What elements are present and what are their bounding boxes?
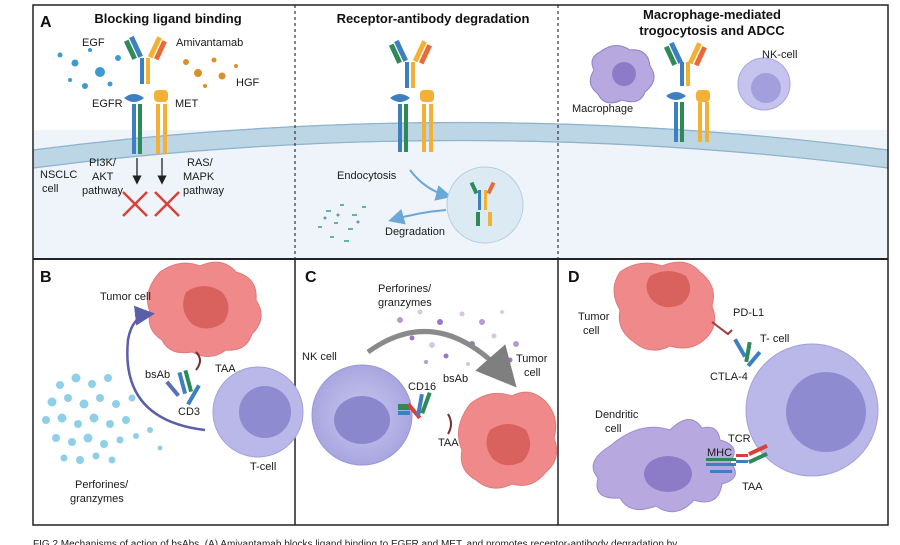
col2-title: Receptor-antibody degradation bbox=[337, 11, 530, 26]
col1-title: Blocking ligand binding bbox=[94, 11, 241, 26]
cd16-bsab-c bbox=[398, 391, 432, 420]
nk-cell-label-c: NK cell bbox=[302, 351, 337, 363]
taa-label-c: TAA bbox=[438, 437, 459, 449]
panel-a: A Blocking ligand binding EGF Amivantama… bbox=[32, 5, 889, 258]
tumor-cell-label-d-2: cell bbox=[583, 325, 600, 337]
panel-c-letter: C bbox=[305, 269, 317, 286]
panel-c: C Perforines/ granzymes NK cell CD16 bsA… bbox=[302, 269, 558, 489]
cd3-label-b: CD3 bbox=[178, 406, 200, 418]
ras-label-3: pathway bbox=[183, 185, 224, 197]
degradation-fragments bbox=[318, 204, 366, 242]
pi3k-label-1: PI3K/ bbox=[89, 157, 117, 169]
nk-cell-c-nucleus bbox=[334, 396, 390, 444]
taa-label-d: TAA bbox=[742, 481, 763, 493]
egf-label: EGF bbox=[82, 37, 105, 49]
nk-cell-label-a: NK-cell bbox=[762, 49, 797, 61]
tcr-label-d: TCR bbox=[728, 433, 751, 445]
bsab-label-b: bsAb bbox=[145, 369, 170, 381]
taa-c bbox=[447, 413, 452, 435]
t-cell-b-nucleus bbox=[239, 386, 291, 438]
dendritic-label-d-1: Dendritic bbox=[595, 409, 639, 421]
tumor-nucleus-c bbox=[486, 424, 531, 466]
t-cell-label-d: T- cell bbox=[760, 333, 789, 345]
internalized-complex bbox=[469, 181, 496, 226]
taa-b bbox=[195, 351, 201, 371]
macrophage-nucleus bbox=[612, 62, 636, 86]
block-cross-icon bbox=[122, 191, 180, 217]
tumor-nucleus-b bbox=[183, 286, 229, 329]
met-label: MET bbox=[175, 98, 199, 110]
mhc-label-d: MHC bbox=[707, 447, 732, 459]
endocytosis-arrow bbox=[409, 169, 452, 201]
taa-label-b: TAA bbox=[215, 363, 236, 375]
perforin-arrow-c bbox=[366, 329, 517, 388]
perforines-label-b-1: Perforines/ bbox=[75, 479, 129, 491]
panel-d: D Tumor cell PD-L1 CTLA-4 T- cell Dendri… bbox=[568, 261, 879, 513]
met-receptor bbox=[154, 90, 168, 154]
perforines-label-c-2: granzymes bbox=[378, 297, 432, 309]
perforin-dots-b bbox=[42, 373, 163, 464]
pi3k-label-3: pathway bbox=[82, 185, 123, 197]
pi3k-label-2: AKT bbox=[92, 171, 114, 183]
ras-label-2: MAPK bbox=[183, 171, 215, 183]
perforin-arrow-b bbox=[126, 305, 206, 432]
degradation-label: Degradation bbox=[385, 226, 445, 238]
bsab-b bbox=[165, 369, 201, 406]
pdl1-label-d: PD-L1 bbox=[733, 307, 764, 319]
egf-dots bbox=[57, 48, 121, 89]
tumor-cell-label-c-1: Tumor bbox=[516, 353, 548, 365]
antibody-col3 bbox=[663, 41, 710, 142]
panel-b-letter: B bbox=[40, 269, 52, 286]
tumor-cell-label-c-2: cell bbox=[524, 367, 541, 379]
egfr-label: EGFR bbox=[92, 98, 123, 110]
receptor-antibody-complex bbox=[388, 39, 434, 152]
col3-title-2: trogocytosis and ADCC bbox=[639, 23, 785, 38]
ras-label-1: RAS/ bbox=[187, 157, 214, 169]
tcr-mhc-complex bbox=[706, 443, 768, 473]
dendritic-nucleus bbox=[644, 456, 692, 492]
macrophage-label: Macrophage bbox=[572, 103, 633, 115]
bsab-label-c: bsAb bbox=[443, 373, 468, 385]
endocytosis-label: Endocytosis bbox=[337, 170, 397, 182]
hgf-dots bbox=[183, 57, 238, 88]
perforines-label-c-1: Perforines/ bbox=[378, 283, 432, 295]
figure-caption: FIG 2 Mechanisms of action of bsAbs. (A)… bbox=[33, 539, 678, 545]
cd16-label-c: CD16 bbox=[408, 381, 436, 393]
dendritic-label-d-2: cell bbox=[605, 423, 622, 435]
bsab-d bbox=[733, 338, 762, 368]
tumor-nucleus-d bbox=[646, 271, 691, 308]
ctla4-label-d: CTLA-4 bbox=[710, 371, 748, 383]
panel-a-letter: A bbox=[40, 14, 52, 31]
amivantamab-antibody bbox=[123, 35, 167, 84]
tumor-cell-label-d-1: Tumor bbox=[578, 311, 610, 323]
t-cell-d-nucleus bbox=[786, 372, 866, 452]
panel-d-letter: D bbox=[568, 269, 580, 286]
pdl1-d bbox=[711, 321, 733, 336]
nk-cell-a-nucleus bbox=[751, 73, 781, 103]
t-cell-label-b: T-cell bbox=[250, 461, 276, 473]
perforines-label-b-2: granzymes bbox=[70, 493, 124, 505]
egfr-receptor bbox=[124, 94, 144, 154]
nsclc-label-2: cell bbox=[42, 183, 59, 195]
col3-title-1: Macrophage-mediated bbox=[643, 7, 781, 22]
hgf-label: HGF bbox=[236, 77, 260, 89]
tumor-cell-label-b: Tumor cell bbox=[100, 291, 151, 303]
amivantamab-label: Amivantamab bbox=[176, 37, 243, 49]
panel-b: B Tumor cell T-cell bsAb TAA CD3 Perfori… bbox=[40, 261, 304, 505]
degradation-arrow bbox=[388, 209, 447, 225]
panel-border bbox=[32, 4, 889, 526]
nsclc-label-1: NSCLC bbox=[40, 169, 77, 181]
